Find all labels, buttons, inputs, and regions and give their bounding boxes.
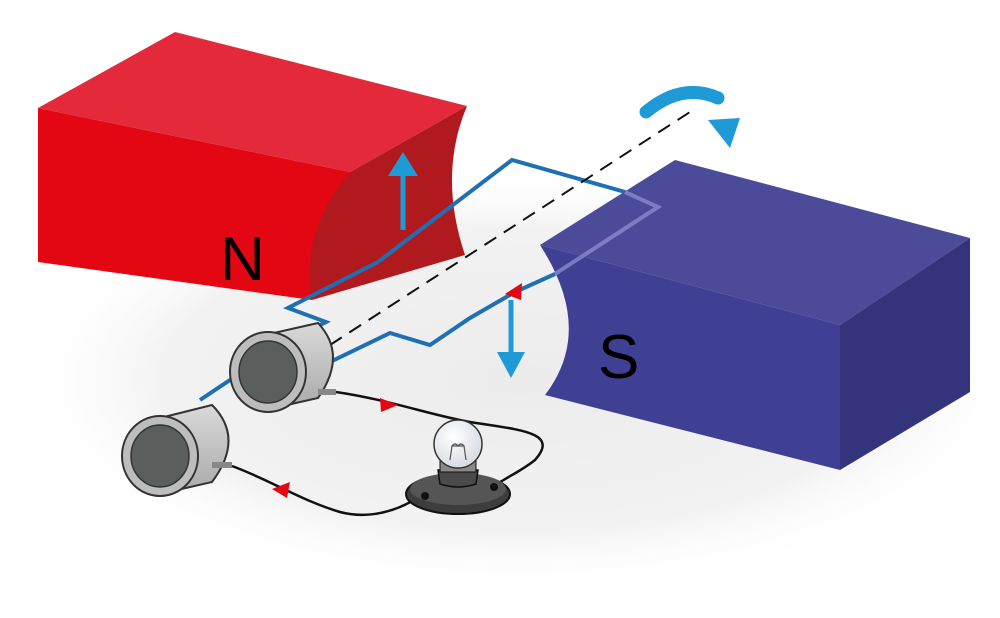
rotation-arrowhead — [708, 118, 740, 148]
current-direction-arrowhead-icon — [505, 283, 522, 300]
coil-lower-segment — [329, 272, 556, 364]
light-bulb-icon — [405, 419, 511, 515]
force-arrow-down-head — [497, 352, 525, 378]
coil-hidden-segment — [553, 190, 663, 276]
current-arrowhead-top — [380, 398, 398, 412]
slip-ring-back — [229, 321, 336, 413]
north-magnet-concave-face — [309, 106, 467, 300]
north-magnet-top-face — [38, 32, 467, 172]
south-pole-label: S — [598, 323, 639, 392]
rotation-axis — [329, 111, 691, 346]
external-wire-top — [335, 390, 544, 486]
current-arrowhead-bottom — [272, 482, 290, 498]
force-arrow-icon — [388, 152, 418, 176]
south-magnet-front-face — [540, 245, 840, 470]
slip-ring-front — [121, 403, 232, 497]
curved-rotation-arrow-icon — [639, 86, 725, 119]
north-magnet: N — [38, 32, 467, 300]
external-wire-bottom — [231, 464, 421, 517]
north-magnet-front-face — [38, 108, 350, 300]
south-magnet-side-face — [840, 238, 970, 470]
north-pole-label: N — [220, 225, 265, 294]
